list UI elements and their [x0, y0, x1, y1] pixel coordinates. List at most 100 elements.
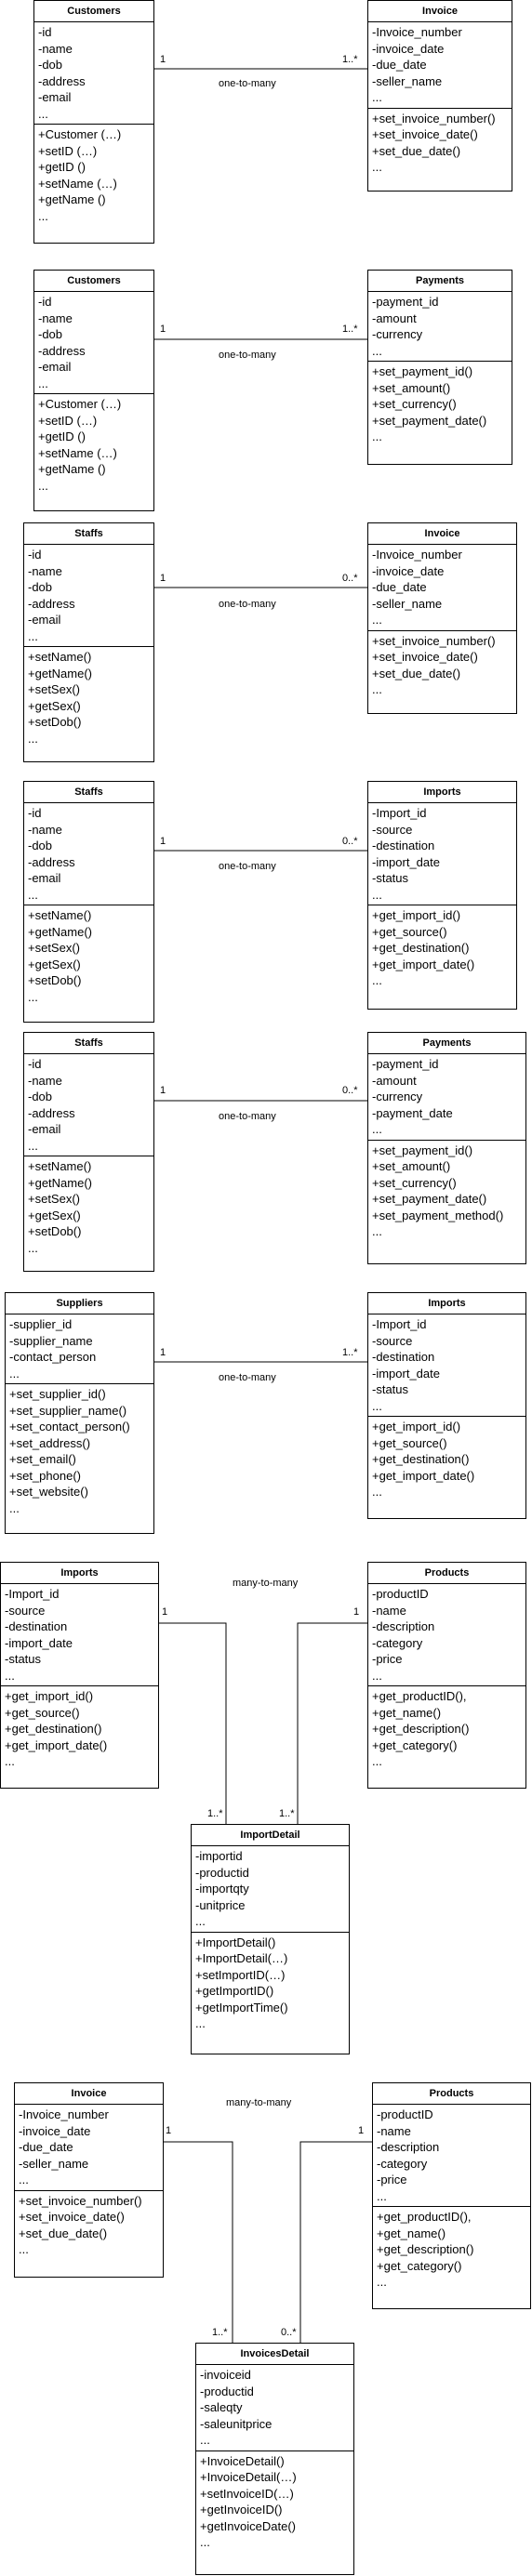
class-name: Invoice	[368, 523, 516, 545]
method: +set_address()	[9, 1435, 91, 1450]
attribute: -name	[377, 2123, 411, 2138]
method: +set_amount()	[372, 380, 451, 395]
attribute: -name	[372, 1603, 406, 1618]
attribute: -due_date	[19, 2140, 73, 2154]
attribute: -name	[38, 41, 73, 56]
method: ...	[372, 429, 382, 443]
class-name: Customers	[34, 271, 153, 292]
method: +setName (…)	[38, 445, 117, 460]
method: +get_source()	[372, 1435, 447, 1450]
class-box-importdetail: ImportDetail-importid-productid-importqt…	[191, 1824, 350, 2054]
attribute: ...	[28, 628, 38, 643]
methods-section: +ImportDetail()+ImportDetail(…)+setImpor…	[192, 1933, 349, 2034]
method: +getName()	[28, 1175, 92, 1190]
detail-multiplicity: 1..*	[279, 1808, 295, 1819]
method: +set_currency()	[372, 397, 457, 411]
method: +getName()	[28, 666, 92, 680]
attributes-section: -invoiceid-productid-saleqty-saleunitpri…	[196, 2365, 353, 2451]
attribute: -invoice_date	[372, 41, 445, 56]
attribute: -productID	[372, 1587, 429, 1601]
attribute: -dob	[28, 1090, 53, 1103]
method: +get_productID(),	[377, 2210, 472, 2224]
attributes-section: -id-name-dob-address-email...	[34, 22, 153, 125]
relation-label: many-to-many	[233, 1578, 299, 1589]
class-box-invoice: Invoice-Invoice_number-invoice_date-due_…	[14, 2082, 164, 2278]
method: +setID (…)	[38, 143, 98, 158]
class-name: Invoice	[368, 1, 512, 22]
attribute: -Import_id	[372, 1317, 427, 1331]
methods-section: +set_invoice_number()+set_invoice_date()…	[368, 631, 516, 700]
class-name: Products	[368, 1563, 525, 1584]
attribute: -saleunitprice	[200, 2416, 273, 2431]
attribute: -id	[38, 25, 52, 39]
method: +setID (…)	[38, 413, 98, 428]
methods-section: +Customer (…)+setID (…)+getID ()+setName…	[34, 394, 153, 495]
method: ...	[28, 989, 38, 1004]
class-name: InvoicesDetail	[196, 2344, 353, 2365]
method: +set_invoice_date()	[19, 2210, 125, 2224]
attribute: -Import_id	[372, 806, 427, 820]
methods-section: +get_import_id()+get_source()+get_destin…	[1, 1686, 158, 1772]
class-box-products: Products-productID-name-description-cate…	[372, 2082, 531, 2309]
dst-multiplicity: 1..*	[342, 324, 358, 335]
src-multiplicity: 1	[160, 54, 166, 65]
attribute: -unitprice	[195, 1897, 246, 1912]
method: ...	[9, 1500, 20, 1515]
methods-section: +get_productID(),+get_name()+get_descrip…	[373, 2207, 530, 2292]
src-multiplicity: 1	[162, 1606, 168, 1618]
attribute: -name	[28, 563, 62, 578]
attribute: -email	[38, 360, 72, 374]
method: ...	[5, 1754, 15, 1768]
method: +get_import_date()	[372, 957, 475, 971]
attribute: ...	[377, 2188, 387, 2203]
attribute: -name	[38, 310, 73, 325]
attribute: -address	[38, 343, 86, 358]
attribute: ...	[28, 1138, 38, 1153]
method: +getInvoiceDate()	[200, 2518, 296, 2533]
dst-multiplicity: 0..*	[342, 573, 358, 584]
attribute: ...	[372, 887, 382, 902]
method: +setDob()	[28, 1224, 82, 1238]
method: +ImportDetail(…)	[195, 1951, 288, 1965]
attribute: -seller_name	[19, 2156, 89, 2171]
method: ...	[38, 208, 48, 223]
method: +set_invoice_date()	[372, 127, 478, 141]
class-box-customers: Customers-id-name-dob-address-email...+C…	[33, 0, 154, 244]
attributes-section: -productID-name-description-category-pri…	[373, 2105, 530, 2207]
attribute: ...	[38, 106, 48, 121]
class-name: Imports	[368, 782, 516, 803]
attribute: -price	[377, 2173, 407, 2186]
attribute: ...	[19, 2173, 29, 2186]
methods-section: +get_import_id()+get_source()+get_destin…	[368, 1417, 525, 1502]
class-box-invoicesdetail: InvoicesDetail-invoiceid-productid-saleq…	[195, 2343, 354, 2575]
method: +getName ()	[38, 192, 106, 206]
method: +set_email()	[9, 1452, 76, 1466]
class-box-payments: Payments-payment_id-amount-currency-paym…	[367, 1032, 526, 1264]
relation-line	[163, 2141, 233, 2343]
method: +getName ()	[38, 462, 106, 476]
method: +set_contact_person()	[9, 1420, 130, 1433]
class-box-imports: Imports-Import_id-source-destination-imp…	[0, 1562, 159, 1789]
method: +set_payment_date()	[372, 1192, 487, 1206]
method: +get_source()	[372, 924, 447, 939]
method: +getSex()	[28, 957, 81, 971]
method: +get_import_id()	[5, 1689, 94, 1703]
attributes-section: -payment_id-amount-currency-payment_date…	[368, 1054, 525, 1141]
relation-line	[158, 1622, 227, 1824]
attribute: -destination	[5, 1619, 68, 1633]
attribute: -email	[28, 871, 61, 885]
src-multiplicity: 1	[160, 324, 166, 335]
method: ...	[372, 1224, 382, 1238]
relation-line	[299, 2141, 372, 2343]
attribute: ...	[200, 2433, 210, 2447]
method: +set_due_date()	[372, 666, 461, 680]
class-box-invoice: Invoice-Invoice_number-invoice_date-due_…	[367, 522, 517, 714]
method: +setName()	[28, 1159, 92, 1173]
method: ...	[377, 2275, 387, 2289]
class-name: Suppliers	[6, 1293, 153, 1314]
class-name: Payments	[368, 1033, 525, 1054]
attribute: -email	[38, 90, 72, 104]
attribute: -dob	[28, 839, 53, 852]
method: +getImportID()	[195, 1984, 274, 1998]
attribute: -status	[372, 1382, 409, 1396]
